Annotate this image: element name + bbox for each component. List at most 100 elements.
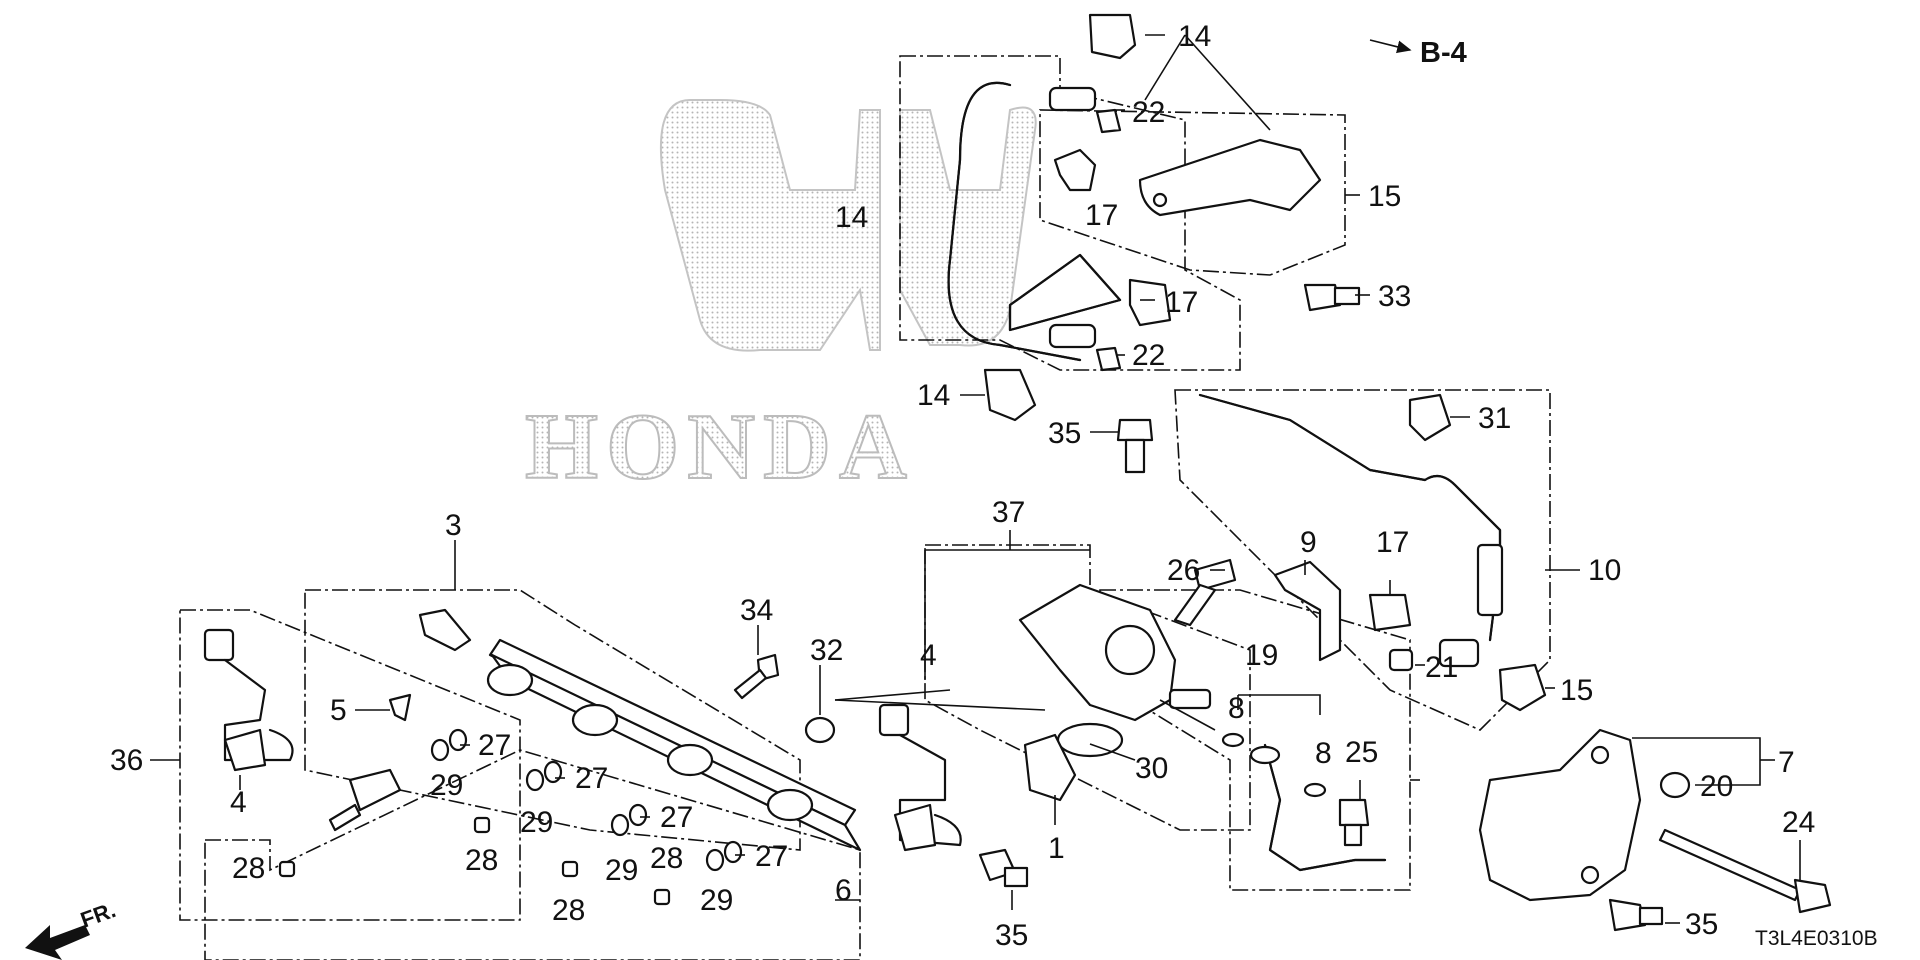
- feed-tube-part: [947, 81, 1122, 362]
- callout-35-upper: 35: [1048, 417, 1081, 450]
- clip-5-icon: [388, 693, 412, 722]
- callout-3: 3: [445, 509, 462, 542]
- front-arrow-icon: [25, 925, 90, 960]
- front-direction-indicator: FR.: [25, 897, 119, 960]
- callout-10: 10: [1588, 554, 1621, 587]
- outline-group-36: [179, 609, 521, 921]
- stud-bolt-24-icon: [1658, 828, 1832, 914]
- honda-logo-watermark: [659, 99, 1037, 352]
- callout-21: 21: [1425, 651, 1458, 684]
- clamp-13-icon: [1053, 148, 1097, 192]
- callout-8-a: 8: [1228, 692, 1245, 725]
- callout-27-c: 27: [660, 801, 693, 834]
- nut-20-icon: [1659, 771, 1691, 799]
- callout-37: 37: [992, 496, 1025, 529]
- connector-15-icon: [1498, 663, 1547, 712]
- clip-17-lower-icon: [1368, 593, 1412, 632]
- seals-group: [278, 728, 743, 906]
- callout-33: 33: [1378, 280, 1411, 313]
- clip-31-icon: [1408, 393, 1452, 442]
- return-tube-10: [1198, 393, 1504, 668]
- bolt-34-icon: [733, 653, 780, 700]
- callout-13: 17: [1085, 199, 1118, 232]
- o-ring-8-a-icon: [1221, 732, 1245, 748]
- injector-icon: [328, 768, 402, 832]
- callout-1: 1: [1048, 832, 1065, 865]
- honda-wordmark-watermark: HONDA: [525, 395, 915, 499]
- callout-11: 14: [835, 201, 868, 234]
- callout-17-top: 17: [1165, 286, 1198, 319]
- bolt-25-icon: [1338, 798, 1370, 847]
- callouts: 14 22 17 17 22 15 33 14 14 35 31 10 9 26…: [110, 20, 1815, 952]
- callout-28-a: 28: [232, 852, 265, 885]
- callout-29-b: 29: [520, 806, 553, 839]
- clip-21-icon: [1388, 648, 1414, 672]
- callout-28-c: 28: [650, 842, 683, 875]
- callout-27-b: 27: [575, 762, 608, 795]
- front-label: FR.: [77, 897, 119, 933]
- pressure-sensor-icon: [418, 608, 472, 652]
- callout-32: 32: [810, 634, 843, 667]
- bracket-9-icon: [1273, 560, 1342, 662]
- callout-14-top: 14: [1178, 20, 1211, 53]
- callout-34: 34: [740, 594, 773, 627]
- bracket-12-icon: [1138, 138, 1322, 217]
- connector-14-icon: [983, 13, 1137, 422]
- outline-group-12: [1039, 109, 1346, 276]
- callout-35-center: 35: [995, 919, 1028, 952]
- callout-19: 19: [1245, 639, 1278, 672]
- outline-group-10: [1174, 389, 1551, 731]
- callout-4-left: 4: [230, 786, 247, 819]
- diagram-code: T3L4E0310B: [1755, 927, 1878, 950]
- callout-9: 9: [1300, 526, 1317, 559]
- callout-20: 20: [1700, 770, 1733, 803]
- callout-29-a: 29: [430, 769, 463, 802]
- callout-36: 36: [110, 744, 143, 777]
- callout-14-left: 14: [917, 379, 950, 412]
- leader-lines: [150, 34, 1801, 924]
- callout-7: 7: [1778, 746, 1795, 779]
- outline-group-37: [924, 544, 1251, 831]
- callout-4-center: 4: [920, 639, 937, 672]
- callout-31: 31: [1478, 402, 1511, 435]
- callout-28-b: 28: [465, 844, 498, 877]
- callout-35-right: 35: [1685, 908, 1718, 941]
- clip-17-upper-icon: [1128, 278, 1172, 327]
- collar-32-icon: [804, 716, 836, 744]
- callout-29-c: 29: [605, 854, 638, 887]
- fuel-rail-3-icon: [486, 638, 862, 852]
- callout-15: 15: [1560, 674, 1593, 707]
- clip-22-icon: [1095, 108, 1122, 372]
- callout-8-b: 8: [1315, 737, 1332, 770]
- outline-group-6: [204, 749, 861, 960]
- callout-30: 30: [1135, 752, 1168, 785]
- callout-22-bottom: 22: [1132, 339, 1165, 372]
- callout-27-d: 27: [755, 840, 788, 873]
- callout-12: 15: [1368, 180, 1401, 213]
- callout-28-d: 28: [552, 894, 585, 927]
- harness-4-center-icon: [878, 703, 962, 852]
- callout-5: 5: [330, 694, 347, 727]
- bolt-26-icon: [1173, 558, 1237, 627]
- bolt-35-lower-right-icon: [1608, 898, 1664, 932]
- bolt-35-upper-icon: [1116, 418, 1154, 474]
- callout-17-lower: 17: [1376, 526, 1409, 559]
- fuel-pump-37-icon: [1018, 583, 1212, 722]
- callout-24: 24: [1782, 806, 1815, 839]
- callout-29-d: 29: [700, 884, 733, 917]
- pump-cover-7-icon: [1478, 728, 1642, 902]
- callout-6: 6: [835, 874, 852, 907]
- callout-26: 26: [1167, 554, 1200, 587]
- bolt-35-lower-center-icon: [978, 848, 1029, 888]
- callout-27-a: 27: [478, 729, 511, 762]
- o-ring-8-b-icon: [1303, 782, 1327, 798]
- harness-36-icon: [203, 628, 294, 772]
- lifter-1-icon: [1023, 733, 1077, 802]
- callout-22-top: 22: [1132, 96, 1165, 129]
- outline-group-11: [899, 55, 1241, 371]
- reference-label: B-4: [1420, 37, 1467, 69]
- bolt-33-icon: [1303, 283, 1361, 312]
- high-pressure-pipe-19: [1221, 732, 1387, 872]
- callout-25: 25: [1345, 736, 1378, 769]
